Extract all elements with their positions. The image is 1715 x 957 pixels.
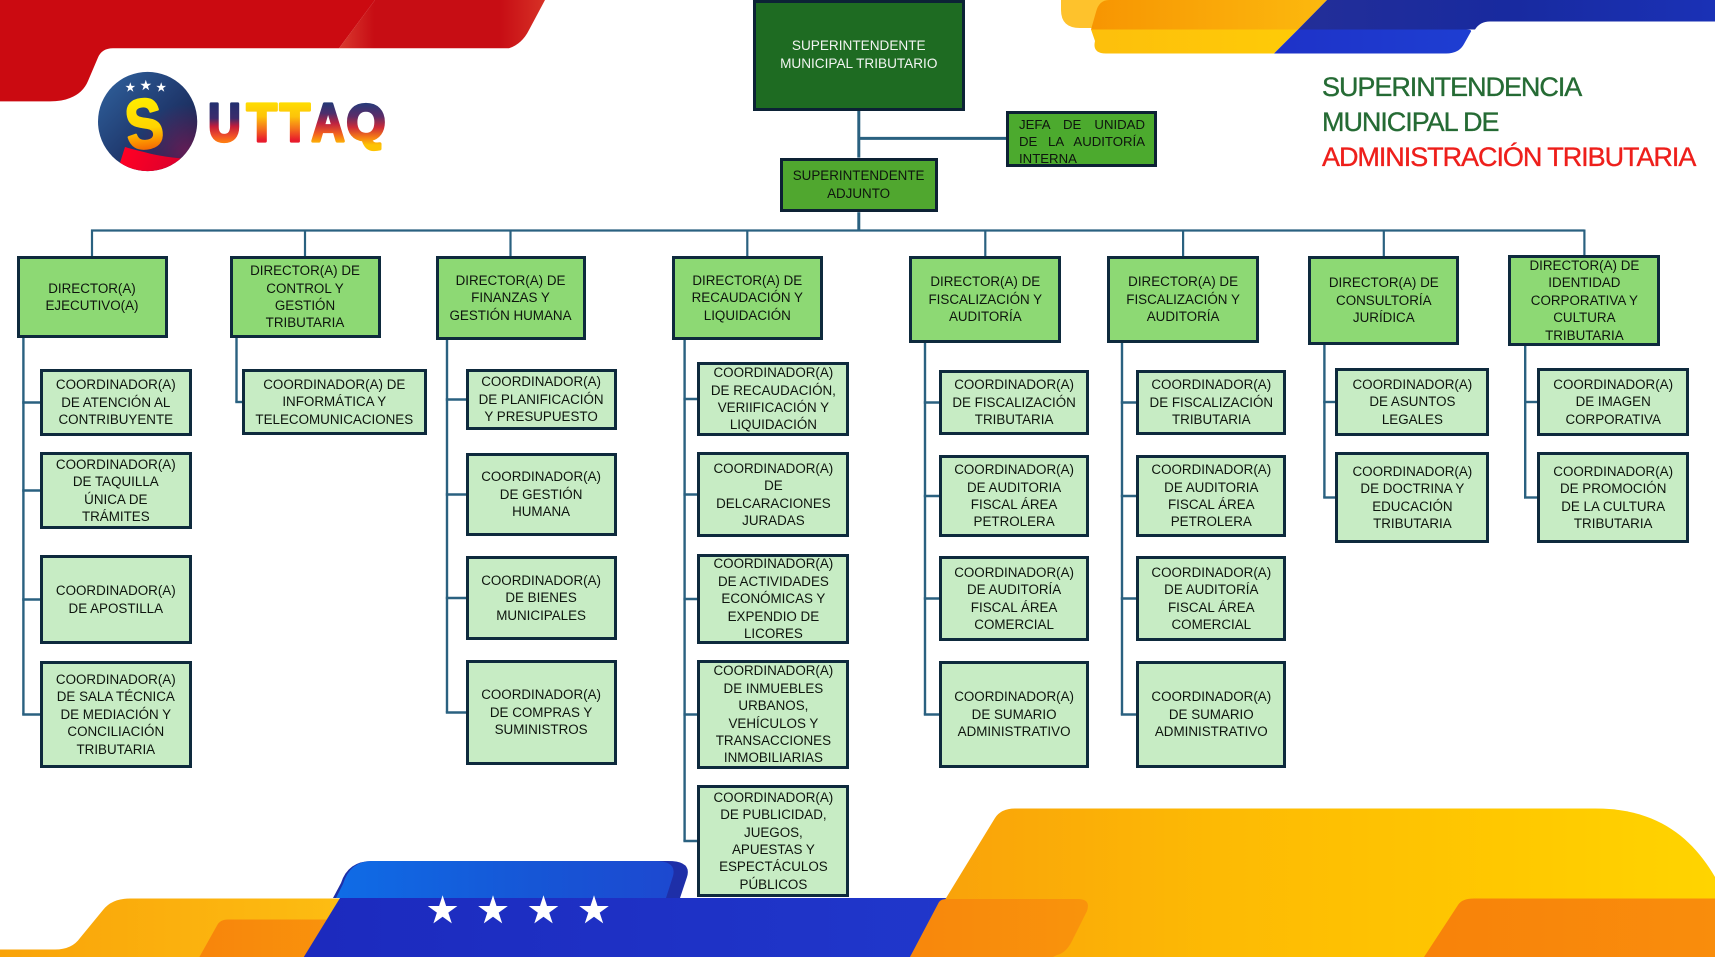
svg-text:T: T — [280, 92, 311, 152]
svg-text:A: A — [312, 93, 345, 153]
svg-text:T: T — [247, 92, 278, 152]
svg-text:Q: Q — [347, 95, 386, 151]
svg-text:U: U — [208, 92, 240, 153]
